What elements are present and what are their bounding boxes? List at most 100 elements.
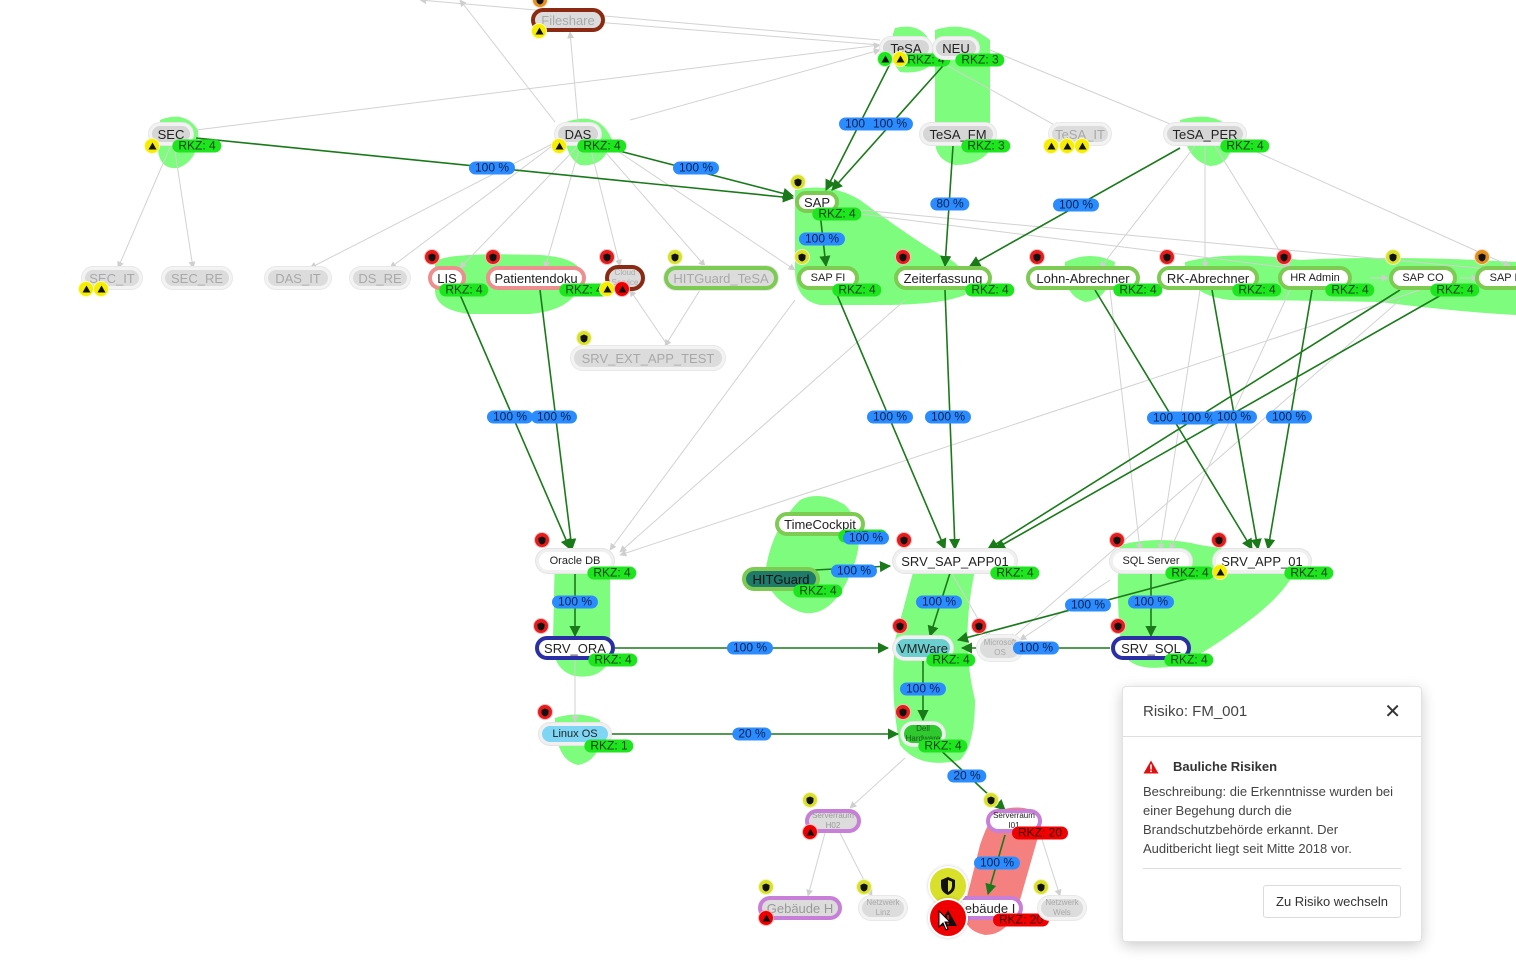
node-label: DS_RE	[358, 270, 402, 286]
node-label: SEC_RE	[170, 270, 224, 286]
node-netzwerk-linz[interactable]: Netzwerk Linz	[859, 896, 907, 920]
rkz-badge: RKZ: 20	[992, 913, 1050, 927]
node-sec[interactable]: SEC	[149, 123, 193, 145]
passive-edge	[989, 49, 1181, 129]
shield-icon[interactable]	[667, 249, 683, 265]
warning-icon[interactable]	[802, 824, 818, 840]
passive-edge	[619, 289, 1421, 557]
go-to-risk-button[interactable]: Zu Risiko wechseln	[1263, 885, 1401, 918]
shield-icon[interactable]	[599, 249, 615, 265]
node-label: Lohn-Abrechner	[1036, 270, 1130, 286]
popup-footer: Zu Risiko wechseln	[1123, 869, 1421, 918]
passive-edge	[389, 139, 561, 269]
close-icon[interactable]: ✕	[1384, 700, 1401, 723]
warning-icon[interactable]	[1059, 138, 1075, 154]
risk-description: Beschreibung: die Erkenntnisse wurden be…	[1143, 784, 1394, 856]
warning-icon[interactable]	[877, 51, 893, 67]
risk-row: Bauliche Risiken	[1143, 759, 1401, 774]
shield-icon[interactable]	[485, 249, 501, 265]
shield-icon[interactable]	[971, 618, 987, 634]
rkz-badge: RKZ: 20	[1011, 826, 1069, 840]
shield-icon[interactable]	[1474, 249, 1490, 265]
shield-icon[interactable]	[758, 879, 774, 895]
node-sec-re[interactable]: SEC_RE	[162, 267, 232, 289]
shield-icon[interactable]	[537, 704, 553, 720]
node-hitguard[interactable]: HITGuard	[742, 567, 820, 591]
warning-icon[interactable]	[531, 23, 547, 39]
warning-icon[interactable]	[928, 898, 968, 938]
shield-icon[interactable]	[983, 792, 999, 808]
edge-percent-label: 100 %	[530, 410, 578, 424]
risk-name: Bauliche Risiken	[1173, 759, 1278, 774]
shield-icon[interactable]	[896, 532, 912, 548]
warning-icon[interactable]	[614, 281, 630, 297]
node-hr-admin[interactable]: HR Admin	[1278, 266, 1352, 290]
warning-icon[interactable]	[599, 281, 615, 297]
node-label: HITGuard	[752, 571, 810, 587]
shield-icon[interactable]	[1033, 879, 1049, 895]
warning-icon[interactable]	[758, 910, 774, 926]
rkz-badge: RKZ: 4	[1220, 139, 1270, 153]
node-label: Gebäude H	[766, 900, 834, 916]
warning-icon[interactable]	[144, 138, 160, 154]
shield-icon[interactable]	[895, 249, 911, 265]
shield-icon[interactable]	[424, 249, 440, 265]
node-netzwerk-wels[interactable]: Netzwerk Wels	[1038, 896, 1086, 920]
shield-icon[interactable]	[802, 792, 818, 808]
node-sql-server[interactable]: SQL Server	[1110, 549, 1192, 573]
shield-icon[interactable]	[533, 618, 549, 634]
edge-percent-label: 100 %	[830, 564, 878, 578]
shield-icon[interactable]	[1276, 249, 1292, 265]
passive-edge	[459, 0, 556, 123]
shield-icon[interactable]	[1110, 618, 1126, 634]
warning-icon[interactable]	[1043, 138, 1059, 154]
node-srv-ext-app-test[interactable]: SRV_EXT_APP_TEST	[571, 346, 725, 370]
warning-icon[interactable]	[93, 281, 109, 297]
shield-icon[interactable]	[790, 174, 806, 190]
shield-icon[interactable]	[895, 704, 911, 720]
shield-icon[interactable]	[1029, 249, 1045, 265]
rkz-badge: RKZ: 4	[793, 584, 843, 598]
node-ds-re[interactable]: DS_RE	[350, 267, 410, 289]
shield-icon[interactable]	[534, 532, 550, 548]
node-hitguard-tesa[interactable]: HITGuard_TeSA	[664, 266, 778, 290]
shield-icon[interactable]	[576, 330, 592, 346]
warning-icon[interactable]	[892, 51, 908, 67]
passive-edge	[567, 31, 579, 123]
node-label: Fileshare	[541, 12, 595, 28]
shield-icon[interactable]	[856, 879, 872, 895]
warning-icon[interactable]	[551, 138, 567, 154]
warning-icon[interactable]	[78, 281, 94, 297]
node-sap-hr[interactable]: SAP HR	[1475, 266, 1516, 290]
shield-icon[interactable]	[794, 249, 810, 265]
rkz-badge: RKZ: 4	[1164, 653, 1214, 667]
edge-percent-label: 100 %	[973, 856, 1021, 870]
node-label: Netzwerk Linz	[866, 898, 900, 917]
node-label: TeSA_PER	[1172, 126, 1238, 142]
shield-icon[interactable]	[1109, 532, 1125, 548]
shield-icon[interactable]	[1159, 249, 1175, 265]
node-srv-app-01[interactable]: SRV_APP_01	[1213, 549, 1311, 573]
shield-icon[interactable]	[892, 618, 908, 634]
passive-edge	[859, 209, 1501, 273]
edge-percent-label: 100 %	[672, 161, 720, 175]
passive-edge	[629, 289, 669, 347]
node-label: SEC	[157, 126, 185, 142]
edge-percent-label: 100 %	[899, 682, 947, 696]
passive-edge	[599, 145, 706, 267]
node-label: SAP	[803, 194, 830, 210]
rkz-badge: RKZ: 4	[1284, 566, 1334, 580]
warning-icon[interactable]	[1212, 564, 1228, 580]
node-label: SRV_SQL	[1121, 640, 1181, 656]
edge-percent-label: 100 %	[726, 641, 774, 655]
node-das-it[interactable]: DAS_IT	[265, 267, 331, 289]
shield-icon[interactable]	[1211, 532, 1227, 548]
warning-icon[interactable]	[1074, 138, 1090, 154]
node-label: Serverraum I01	[993, 811, 1035, 830]
shield-icon[interactable]	[1385, 249, 1401, 265]
edge-percent-label: 20 %	[947, 769, 987, 783]
node-srv-sql[interactable]: SRV_SQL	[1111, 636, 1191, 660]
edge-percent-label: 100 %	[842, 531, 890, 545]
node-label: Zeiterfassung	[903, 270, 983, 286]
